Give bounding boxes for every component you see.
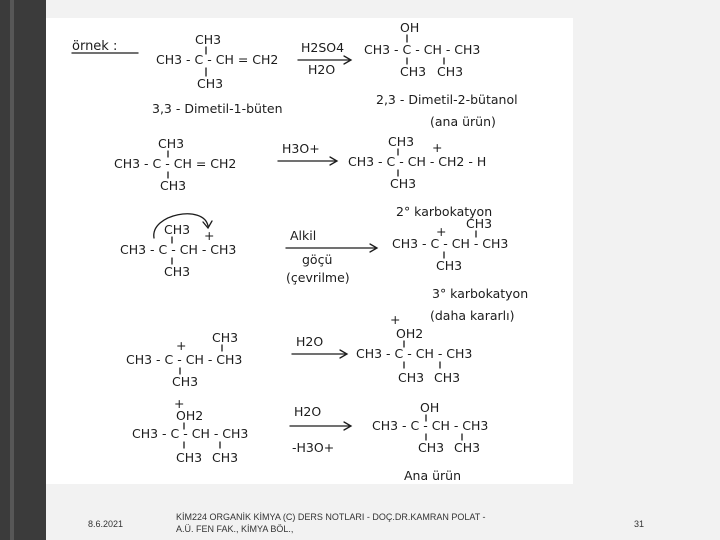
handwritten-notes-image: örnek : CH3 CH3 - C - CH = CH2 CH3 H2SO4… (46, 18, 573, 484)
svg-text:+: + (174, 396, 184, 411)
r5-reactant-main: CH3 - C - CH - CH3 (132, 426, 248, 441)
svg-text:CH3: CH3 (418, 440, 444, 455)
r5-reagent-bottom: -H3O+ (292, 440, 334, 455)
svg-text:+: + (176, 338, 186, 353)
svg-text:CH3: CH3 (212, 330, 238, 345)
svg-text:OH: OH (400, 20, 419, 35)
svg-text:CH3: CH3 (388, 134, 414, 149)
r5-reagent-top: H2O (294, 404, 321, 419)
svg-text:CH3: CH3 (434, 370, 460, 385)
r2-product-main: CH3 - C - CH - CH2 - H (348, 154, 486, 169)
slide-side-bar (0, 0, 46, 540)
footer-date: 8.6.2021 (88, 519, 124, 529)
svg-text:CH3: CH3 (212, 450, 238, 465)
slide-side-bar-accent (10, 0, 14, 540)
r1-reactant-main: CH3 - C - CH = CH2 (156, 52, 278, 67)
svg-text:+: + (432, 140, 442, 155)
r2-product-note: 2° karbokatyon (396, 204, 492, 219)
notes-drawing: örnek : CH3 CH3 - C - CH = CH2 CH3 H2SO4… (71, 20, 528, 483)
svg-text:CH3: CH3 (158, 136, 184, 151)
r2-reactant-main: CH3 - C - CH = CH2 (114, 156, 236, 171)
svg-text:CH3: CH3 (390, 176, 416, 191)
r5-product-main: CH3 - C - CH - CH3 (372, 418, 488, 433)
r2-reagent: H3O+ (282, 141, 320, 156)
r1-product-note: (ana ürün) (430, 114, 496, 129)
r3-product-main: CH3 - C - CH - CH3 (392, 236, 508, 251)
r3-reagent-line2: göçü (302, 252, 332, 267)
r1-product-name: 2,3 - Dimetil-2-bütanol (376, 92, 518, 107)
r1-reactant-name: 3,3 - Dimetil-1-büten (152, 101, 283, 116)
svg-text:OH: OH (420, 400, 439, 415)
r3-reagent-line3: (çevrilme) (286, 270, 350, 285)
svg-text:CH3: CH3 (436, 258, 462, 273)
r3-product-note2: (daha kararlı) (430, 308, 514, 323)
r3-reactant-main: CH3 - C - CH - CH3 (120, 242, 236, 257)
svg-text:CH3: CH3 (160, 178, 186, 193)
r3-reagent-line1: Alkil (290, 228, 316, 243)
svg-text:CH3: CH3 (172, 374, 198, 389)
svg-text:CH3: CH3 (164, 264, 190, 279)
footer-credit-line1: KİM224 ORGANİK KİMYA (C) DERS NOTLARI - … (176, 512, 486, 522)
svg-text:CH3: CH3 (437, 64, 463, 79)
r1-reactant-top-ch3: CH3 (195, 32, 221, 47)
r1-reagent-bottom: H2O (308, 62, 335, 77)
r1-reagent-top: H2SO4 (301, 40, 344, 55)
svg-text:+: + (390, 312, 400, 327)
svg-text:CH3: CH3 (466, 216, 492, 231)
footer-credit: KİM224 ORGANİK KİMYA (C) DERS NOTLARI - … (176, 511, 556, 535)
svg-text:CH3: CH3 (176, 450, 202, 465)
example-label: örnek : (72, 39, 117, 54)
footer-credit-line2: A.Ü. FEN FAK., KİMYA BÖL., (176, 524, 294, 534)
r1-product-main: CH3 - C - CH - CH3 (364, 42, 480, 57)
r4-reagent: H2O (296, 334, 323, 349)
footer-page-number: 31 (634, 519, 645, 529)
r3-migration-curved-arrow (153, 213, 209, 239)
svg-text:CH3: CH3 (400, 64, 426, 79)
r3-product-note1: 3° karbokatyon (432, 286, 528, 301)
svg-text:CH3: CH3 (398, 370, 424, 385)
svg-text:CH3: CH3 (454, 440, 480, 455)
svg-text:+: + (436, 224, 446, 239)
r4-product-main: CH3 - C - CH - CH3 (356, 346, 472, 361)
svg-text:OH2: OH2 (396, 326, 423, 341)
r4-reactant-main: CH3 - C - CH - CH3 (126, 352, 242, 367)
svg-text:CH3: CH3 (197, 76, 223, 91)
svg-text:OH2: OH2 (176, 408, 203, 423)
svg-text:CH3: CH3 (164, 222, 190, 237)
svg-text:+: + (204, 228, 214, 243)
r5-product-note: Ana ürün (404, 468, 461, 483)
